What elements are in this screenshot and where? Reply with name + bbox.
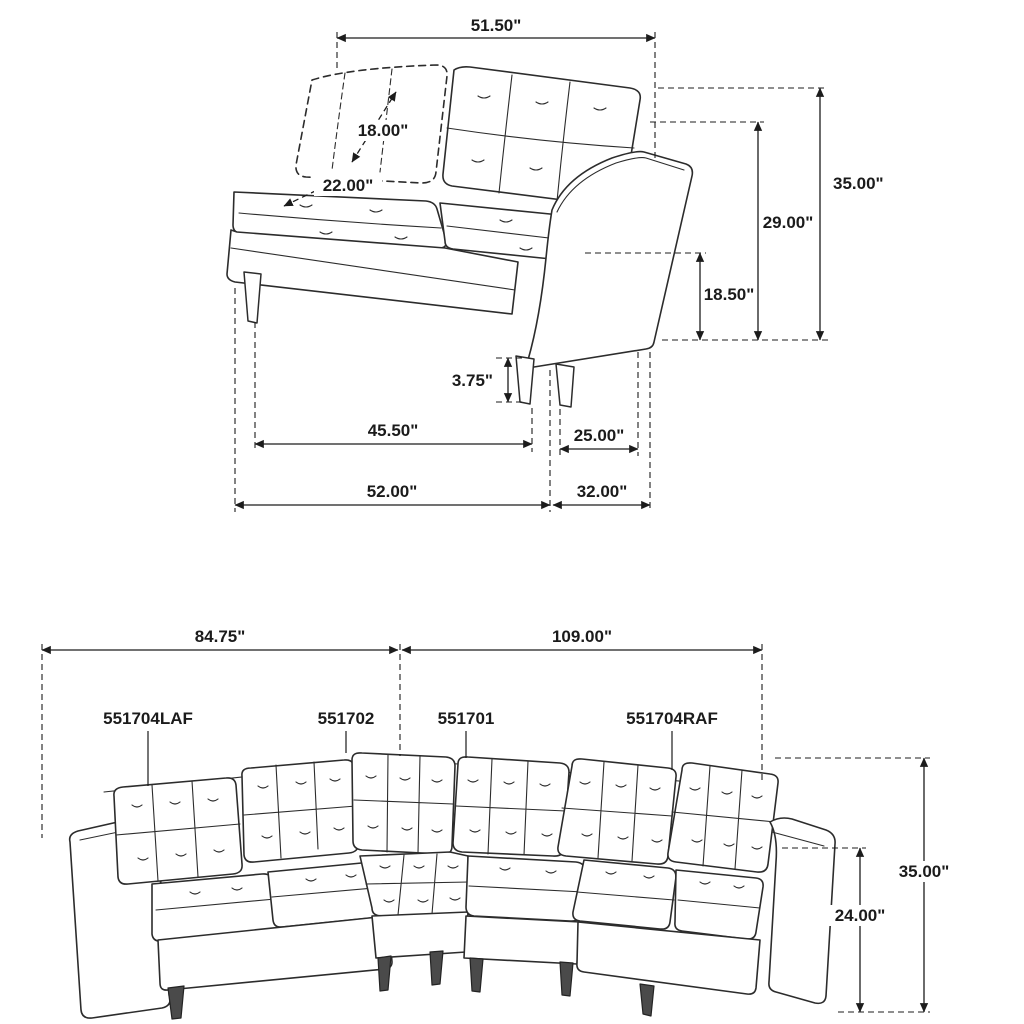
sectional-leg-6	[639, 983, 655, 1017]
sectional-seat-cushion-4-seams	[677, 881, 761, 909]
sectional-right-front-rail	[576, 921, 761, 995]
sectional-drawing	[68, 752, 836, 1020]
sectional-back-cushion-1-seams	[115, 780, 241, 882]
sectional-leg-2	[377, 955, 392, 992]
dim-seat-width-ext	[254, 322, 533, 452]
loveseat-leg-front-left	[515, 355, 535, 405]
dim-back-height: 29.00"	[650, 121, 814, 341]
dim-sectional-back-height: 24.00"	[782, 847, 892, 1013]
dim-sectional-back-height-label: 24.00"	[835, 906, 886, 925]
sectional-right-arm	[768, 817, 836, 1005]
dim-overall-width-label: 52.00"	[367, 482, 418, 501]
dim-top-width-ext	[336, 32, 656, 158]
sectional-corner-seat-seams	[365, 853, 470, 916]
sectional-back-cushion-3-seams	[561, 761, 673, 862]
part-label-armless: 551701	[438, 709, 495, 728]
sectional-leg-1	[167, 985, 185, 1020]
dim-arm-height: 18.50"	[585, 252, 755, 341]
loveseat-base-contour	[230, 247, 516, 291]
dim-left-length: 84.75"	[41, 627, 401, 838]
loveseat-back-cushion-right-seams	[446, 74, 635, 202]
dim-overall-depth: 32.00"	[552, 352, 651, 512]
dim-arm-depth-label: 25.00"	[574, 426, 625, 445]
dim-sectional-height-label: 35.00"	[899, 862, 950, 881]
sectional-armless-back-seams	[455, 758, 567, 856]
dim-left-length-ext	[41, 644, 401, 838]
dim-seat-depth-bg	[314, 175, 382, 196]
dim-back-cushion-bg	[349, 120, 417, 141]
part-label-corner: 551702	[318, 709, 375, 728]
sectional-armless-seat-seams	[468, 867, 584, 893]
sectional-seat-cushion-1-seams	[155, 887, 276, 911]
sectional-leg-5	[559, 961, 574, 997]
dim-seat-width: 45.50"	[254, 322, 533, 452]
dim-leg-height-label: 3.75"	[452, 371, 493, 390]
sectional-seat-cushion-2-seams	[271, 874, 386, 898]
dim-seat-depth: 22.00"	[283, 175, 382, 207]
loveseat-dimensions: 51.50" 18.00" 22.00" 35.00" 29.00"	[234, 16, 884, 512]
sectional-right-arm-contour	[771, 831, 825, 847]
sectional-armless-front	[463, 915, 581, 965]
loveseat-seat-cushion-left-seams	[238, 204, 442, 240]
dim-back-cushion: 18.00"	[349, 91, 417, 163]
dim-overall-width: 52.00"	[234, 288, 551, 512]
dim-overall-height-ext	[658, 87, 828, 341]
sectional-corner-back-seams	[353, 754, 454, 854]
sectional-corner-back-cushion	[351, 752, 456, 855]
dim-right-length: 109.00"	[401, 627, 763, 784]
part-label-laf: 551704LAF	[103, 709, 193, 728]
dim-overall-height-label: 35.00"	[833, 174, 884, 193]
dim-arm-depth-ext	[559, 352, 639, 456]
sectional-seat-cushion-4	[674, 869, 764, 940]
dim-back-cushion-label: 18.00"	[358, 121, 409, 140]
dim-sectional-back-height-bg	[828, 905, 892, 926]
dim-sectional-height-bg	[892, 861, 956, 882]
sectional-dimensions: 84.75" 109.00" 35.00" 24.00"	[41, 627, 956, 1013]
sectional-leg-3	[429, 950, 444, 986]
sectional-seat-cushion-3-seams	[576, 871, 675, 901]
sectional-seat-cushion-3	[572, 859, 677, 930]
dim-top-width: 51.50"	[336, 16, 656, 158]
dim-seat-depth-label: 22.00"	[323, 176, 374, 195]
part-label-raf: 551704RAF	[626, 709, 718, 728]
loveseat-right-arm	[526, 150, 694, 368]
sectional-part-labels: 551704LAF 551702 551701 551704RAF	[103, 709, 718, 786]
loveseat-back-cushion-right-tufts	[471, 95, 607, 178]
sectional-back-cushion-2-seams	[243, 761, 357, 859]
dim-back-height-label: 29.00"	[763, 213, 814, 232]
dim-right-length-label: 109.00"	[552, 627, 612, 646]
loveseat-right-arm-contour	[556, 157, 685, 213]
sectional-leg-4	[469, 957, 484, 993]
dim-leg-height: 3.75"	[452, 357, 524, 403]
loveseat-leg-front-right	[555, 363, 575, 408]
loveseat-base	[226, 229, 519, 315]
dim-overall-width-ext	[234, 288, 551, 512]
dim-arm-depth: 25.00"	[559, 352, 639, 456]
sectional-corner-front	[371, 911, 469, 959]
sectional-back-cushion-1	[113, 777, 243, 885]
dim-overall-depth-label: 32.00"	[577, 482, 628, 501]
dim-seat-width-label: 45.50"	[368, 421, 419, 440]
dim-left-length-label: 84.75"	[195, 627, 246, 646]
dim-sectional-height: 35.00"	[775, 757, 956, 1013]
dim-sectional-height-ext	[775, 757, 930, 1013]
dim-overall-height: 35.00"	[658, 87, 884, 341]
loveseat-drawing	[226, 64, 694, 408]
loveseat-leg-back-left	[243, 271, 262, 324]
sectional-back-cushion-4-seams	[671, 765, 776, 870]
dim-top-width-label: 51.50"	[471, 16, 522, 35]
dim-arm-height-label: 18.50"	[704, 285, 755, 304]
